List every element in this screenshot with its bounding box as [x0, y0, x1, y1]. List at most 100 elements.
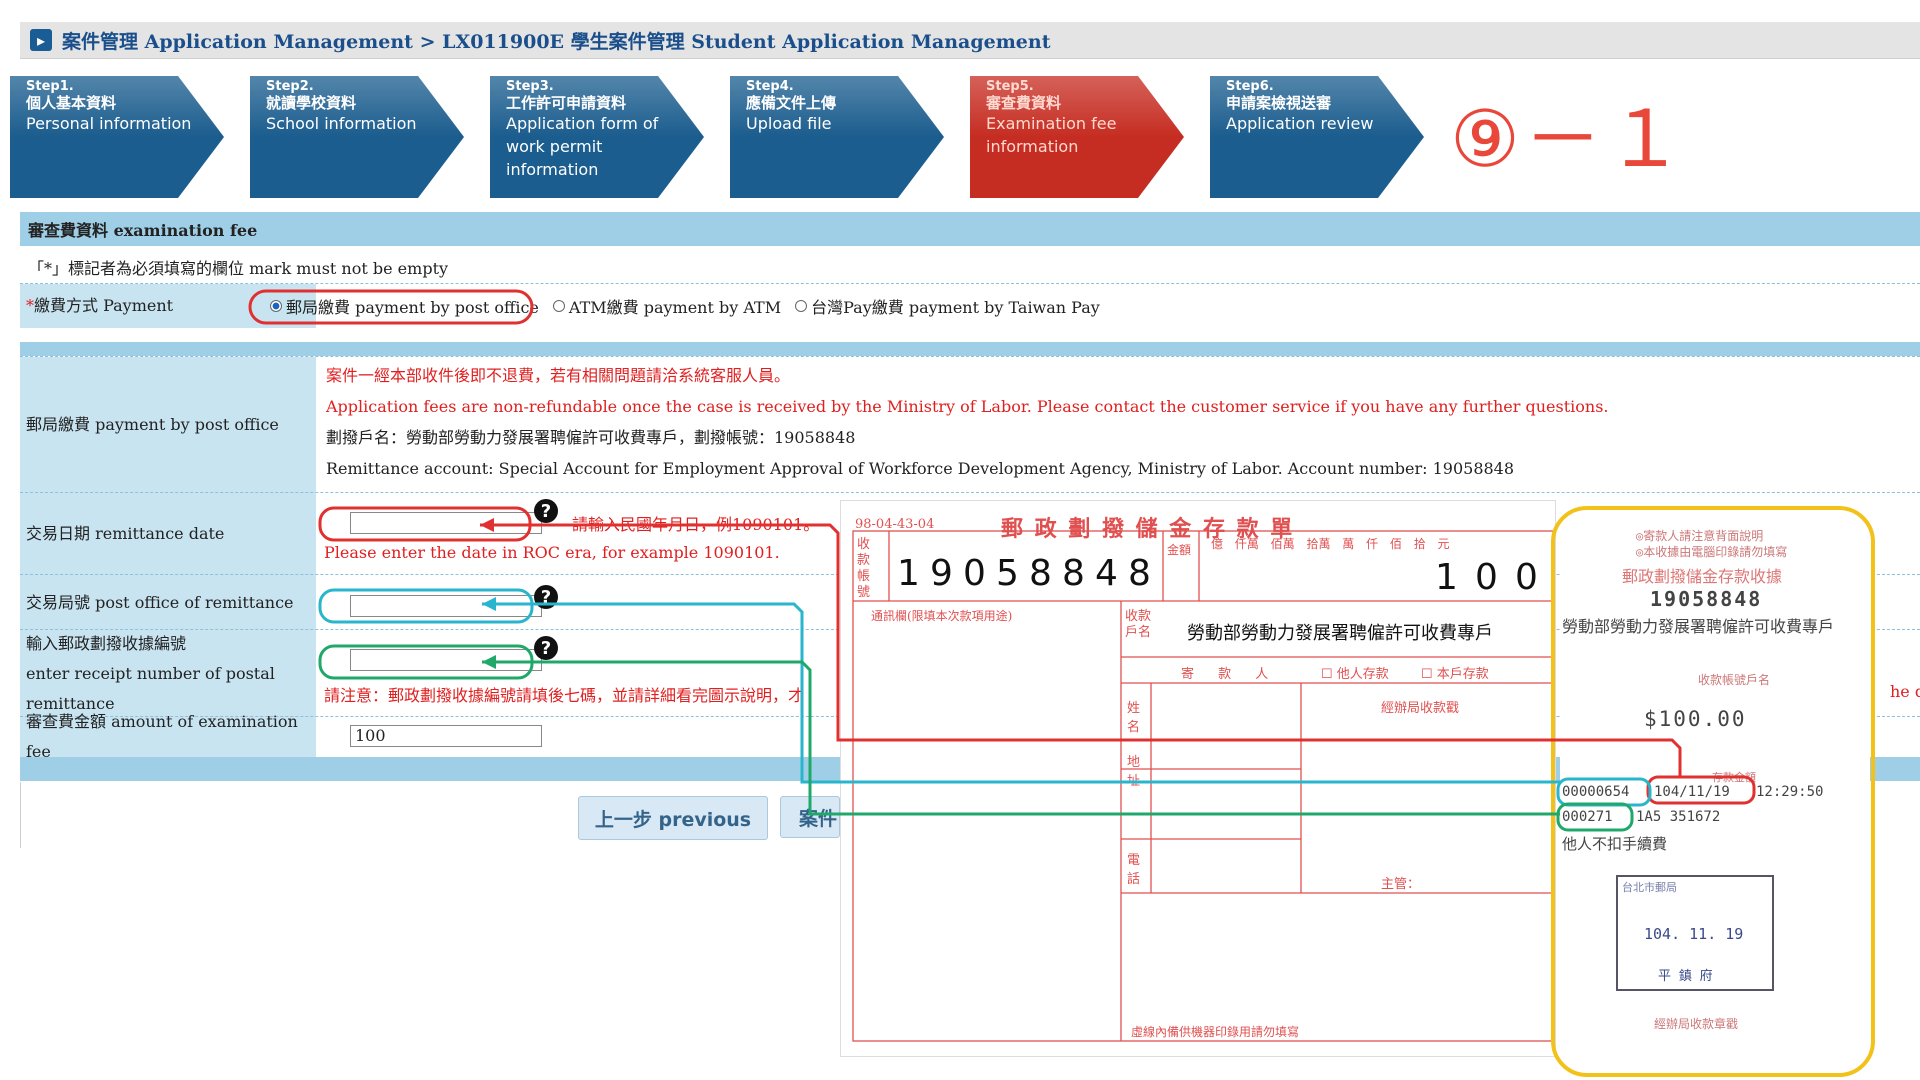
- step-arrow-shape: [1210, 76, 1424, 198]
- account-info-zh: 劃撥戶名：勞動部勞動力發展署聘僱許可收費專戶，劃撥帳號：19058848: [326, 428, 856, 447]
- amount-digit: 1: [1435, 557, 1458, 598]
- step-arrow-shape: [970, 76, 1184, 198]
- stub-title: 郵政劃撥儲金存款收據: [1622, 567, 1783, 586]
- stub-receipt-no: 000271: [1562, 809, 1613, 825]
- radio-atm[interactable]: ATM繳費 payment by ATM: [552, 294, 781, 318]
- stub-payee: 勞動部勞動力發展署聘僱許可收費專戶: [1562, 617, 1835, 636]
- stub-note: ◎本收據由電腦印錄請勿填寫: [1636, 545, 1788, 559]
- stub-time: 12:29:50: [1756, 784, 1824, 800]
- divider-bar: [20, 342, 1920, 356]
- remitter-label: 寄 款 人: [1181, 667, 1279, 682]
- account-digit: 0: [963, 553, 986, 594]
- step-marker: ⑨－１: [1450, 95, 1688, 185]
- slip-footer: 虛線內備供機器印錄用請勿填寫: [1131, 1025, 1300, 1039]
- receipt-number-label: 輸入郵政劃撥收據編號 enter receipt number of posta…: [20, 630, 316, 717]
- step-arrow-shape: [250, 76, 464, 198]
- stub-note: ◎寄款人請注意背面說明: [1636, 529, 1764, 543]
- radio-checked-icon: [270, 300, 282, 312]
- chevron-right-icon: ▸: [30, 29, 52, 51]
- receipt-number-hint: 請注意：郵政劃撥收據編號請填後七碼，並請詳細看完圖示說明，才: [324, 686, 805, 705]
- radio-unchecked-icon: [795, 300, 808, 312]
- amount-digit: 0: [1475, 557, 1498, 598]
- form-code: 98-04-43-04: [855, 517, 935, 532]
- refund-warning-en: Application fees are non-refundable once…: [326, 397, 1609, 416]
- post-office-label: 郵局繳費 payment by post office: [20, 357, 316, 493]
- account-digit: 8: [1062, 553, 1085, 594]
- radio-unchecked-icon: [552, 300, 565, 312]
- memo-label: 通訊欄(限填本次款項用途): [871, 609, 1013, 623]
- highlight-ring: [248, 289, 534, 325]
- address-label: 地址: [1127, 755, 1141, 789]
- post-office-row: 郵局繳費 payment by post office 案件一經本部收件後即不退…: [20, 356, 1920, 493]
- refund-warning-zh: 案件一經本部收件後即不退費，若有相關問題請洽系統客服人員。: [326, 366, 791, 385]
- step-arrow-shape: [10, 76, 224, 198]
- stub-office-no: 00000654: [1562, 784, 1630, 800]
- receipt-number-hint-tail: he diag: [1890, 682, 1920, 701]
- phone-label: 電話: [1127, 853, 1141, 887]
- help-icon[interactable]: ?: [534, 636, 558, 660]
- payee-name: 勞動部勞動力發展署聘僱許可收費專戶: [1187, 623, 1493, 644]
- stub-office-stamp: 經辦局收款章戳: [1654, 1017, 1739, 1031]
- help-icon[interactable]: ?: [534, 585, 558, 609]
- account-digit: 1: [897, 553, 920, 594]
- stub-date: 104/11/19: [1654, 784, 1730, 800]
- remit-date-input[interactable]: [350, 512, 542, 534]
- payee-label: 收款戶名: [1125, 609, 1152, 640]
- amount-units: 億 仟萬 佰萬 拾萬 萬 仟 佰 拾 元: [1211, 537, 1450, 551]
- radio-taiwan-pay[interactable]: 台灣Pay繳費 payment by Taiwan Pay: [795, 294, 1100, 318]
- previous-button[interactable]: 上一步 previous: [578, 796, 768, 840]
- own-deposit-check: ☐ 本戶存款: [1421, 667, 1489, 682]
- amount-label: 金額: [1167, 543, 1192, 557]
- payment-row: *繳費方式 Payment 郵局繳費 payment by post offic…: [20, 283, 1920, 328]
- amount-digit: 0: [1515, 557, 1538, 598]
- breadcrumb: 案件管理 Application Management > LX011900E …: [62, 30, 1051, 53]
- receipt-number-input[interactable]: [350, 649, 542, 671]
- fee-label: 審查費金額 amount of examination fee: [20, 712, 316, 761]
- required-note: 「*」標記者為必須填寫的欄位 mark must not be empty: [28, 259, 449, 278]
- remit-date-hint-en: Please enter the date in ROC era, for ex…: [324, 543, 780, 562]
- account-info-en: Remittance account: Special Account for …: [326, 459, 1515, 478]
- remit-office-input[interactable]: [350, 595, 542, 617]
- panel-edge: [20, 782, 21, 848]
- fee-input: 100: [350, 725, 542, 747]
- office-stamp-label: 經辦局收款戳: [1381, 701, 1460, 716]
- remit-office-row: 交易局號 post office of remittance ?: [20, 574, 1920, 630]
- account-digit: 8: [1128, 553, 1151, 594]
- account-digit: 4: [1095, 553, 1118, 594]
- name-label: 姓名: [1127, 701, 1141, 735]
- supervisor-label: 主管：: [1381, 877, 1421, 892]
- account-digit: 8: [1029, 553, 1052, 594]
- stub-code: 1A5 351672: [1636, 809, 1721, 825]
- remit-date-label: 交易日期 remittance date: [20, 493, 316, 575]
- account-digit: 5: [996, 553, 1019, 594]
- stub-payee-label: 收款帳號戶名: [1698, 673, 1771, 687]
- help-icon[interactable]: ?: [534, 499, 558, 523]
- remit-date-hint-zh: 請輸入民國年月日，例1090101。: [572, 515, 820, 534]
- stub-fee-note: 他人不扣手續費: [1562, 835, 1668, 853]
- other-deposit-check: ☐ 他人存款: [1321, 667, 1389, 682]
- receipt-stub: ◎寄款人請注意背面說明 ◎本收據由電腦印錄請勿填寫 郵政劃撥儲金存款收據 190…: [1560, 507, 1870, 1055]
- next-button[interactable]: 案件: [780, 796, 840, 838]
- postmark-stamp: 台北市郵局 104. 11. 19 平 鎮 府: [1616, 875, 1774, 991]
- step-arrow-shape: [730, 76, 944, 198]
- step-arrow-shape: [490, 76, 704, 198]
- radio-post-office[interactable]: 郵局繳費 payment by post office: [270, 294, 539, 318]
- section-title: 審查費資料 examination fee: [20, 212, 1920, 246]
- stub-amount: $100.00: [1644, 707, 1747, 731]
- remit-office-label: 交易局號 post office of remittance: [20, 575, 316, 630]
- breadcrumb-bar: ▸ 案件管理 Application Management > LX011900…: [20, 22, 1920, 59]
- account-digit: 9: [930, 553, 953, 594]
- stub-account: 19058848: [1650, 587, 1763, 611]
